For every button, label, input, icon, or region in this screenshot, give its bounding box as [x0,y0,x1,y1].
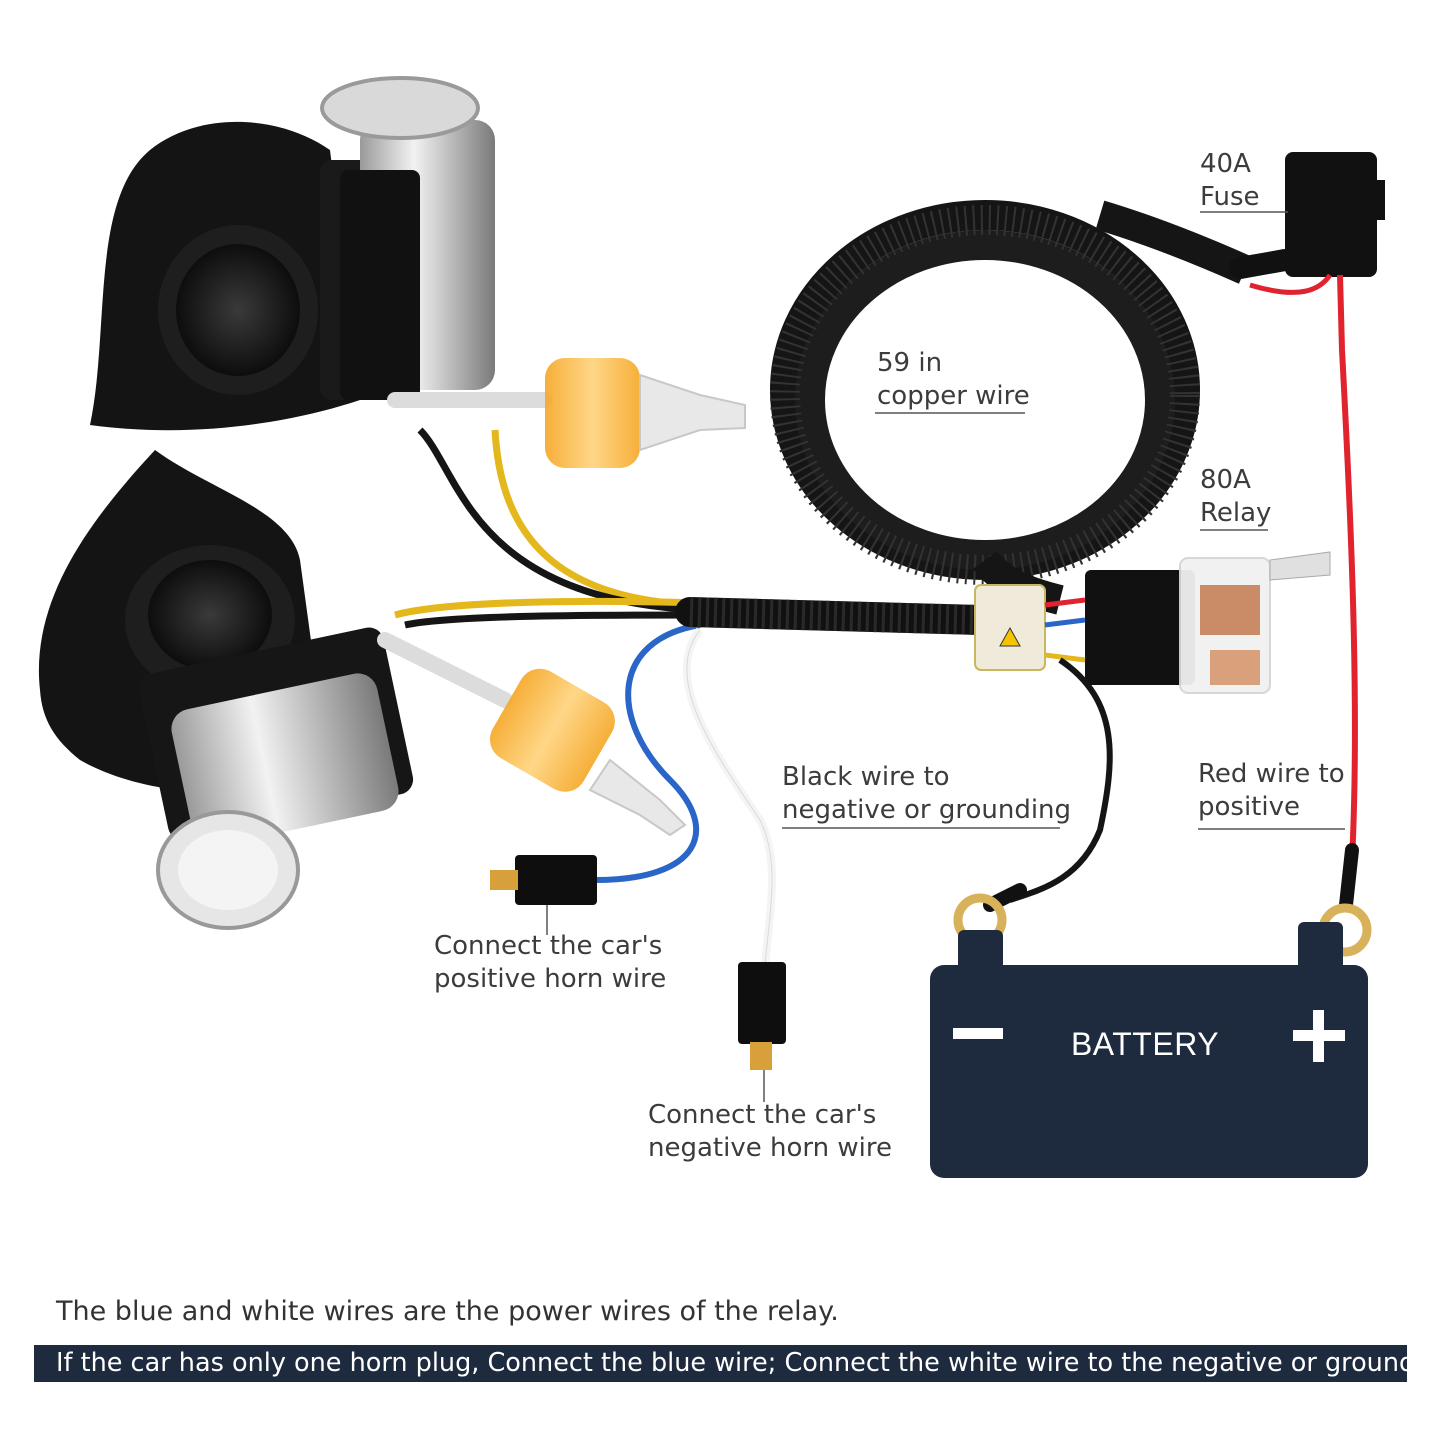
positive-horn-label: Connect the car's positive horn wire [434,930,666,996]
black-wire-label: Black wire to negative or grounding [782,761,1071,827]
relay-label-line2: Relay [1200,498,1272,528]
positive-horn-label-line1: Connect the car's [434,931,663,961]
copper-wire-coil [770,200,1252,615]
positive-horn-label-line2: positive horn wire [434,964,667,994]
black-wire-lower [404,611,701,629]
note-single-horn-plug: If the car has only one horn plug, Conne… [34,1345,1407,1382]
negative-horn-label: Connect the car's negative horn wire [648,1099,892,1165]
note-power-wires: The blue and white wires are the power w… [56,1296,839,1327]
black-wire-label-line2: negative or grounding [782,795,1072,825]
red-wire-label: Red wire to positive [1198,758,1345,824]
black-ground-wire [1009,657,1113,903]
battery-minus-icon [953,1028,1003,1039]
negative-horn-plug [738,962,786,1070]
lower-horn [38,450,414,930]
copper-wire-label-line2: copper wire [877,381,1030,411]
negative-horn-label-line1: Connect the car's [648,1100,877,1130]
copper-wire-label: 59 in copper wire [877,347,1030,413]
red-wire-label-line2: positive [1198,792,1300,822]
yellow-wire-lower [394,597,701,619]
lower-air-filter [377,632,687,837]
fuse-holder [1229,152,1385,295]
positive-horn-plug [490,855,597,905]
negative-horn-label-line2: negative horn wire [648,1133,892,1163]
black-wire-label-line1: Black wire to [782,762,950,792]
red-wire [1337,274,1358,861]
fuse-label: 40A Fuse [1200,148,1260,214]
relay-label-line1: 80A [1200,465,1251,495]
battery-label: BATTERY [1070,1026,1220,1062]
white-wire-outline [686,629,773,966]
relay-label: 80A Relay [1200,464,1271,530]
fuse-label-line2: Fuse [1200,182,1260,212]
copper-wire-label-line1: 59 in [877,348,943,378]
relay [1085,551,1331,694]
red-wire-label-line1: Red wire to [1198,759,1345,789]
battery [930,922,1368,1178]
blue-wire [594,622,701,883]
upper-air-filter [387,358,746,468]
upper-horn [90,76,495,431]
fuse-label-line1: 40A [1200,149,1251,179]
white-wire [682,627,776,966]
